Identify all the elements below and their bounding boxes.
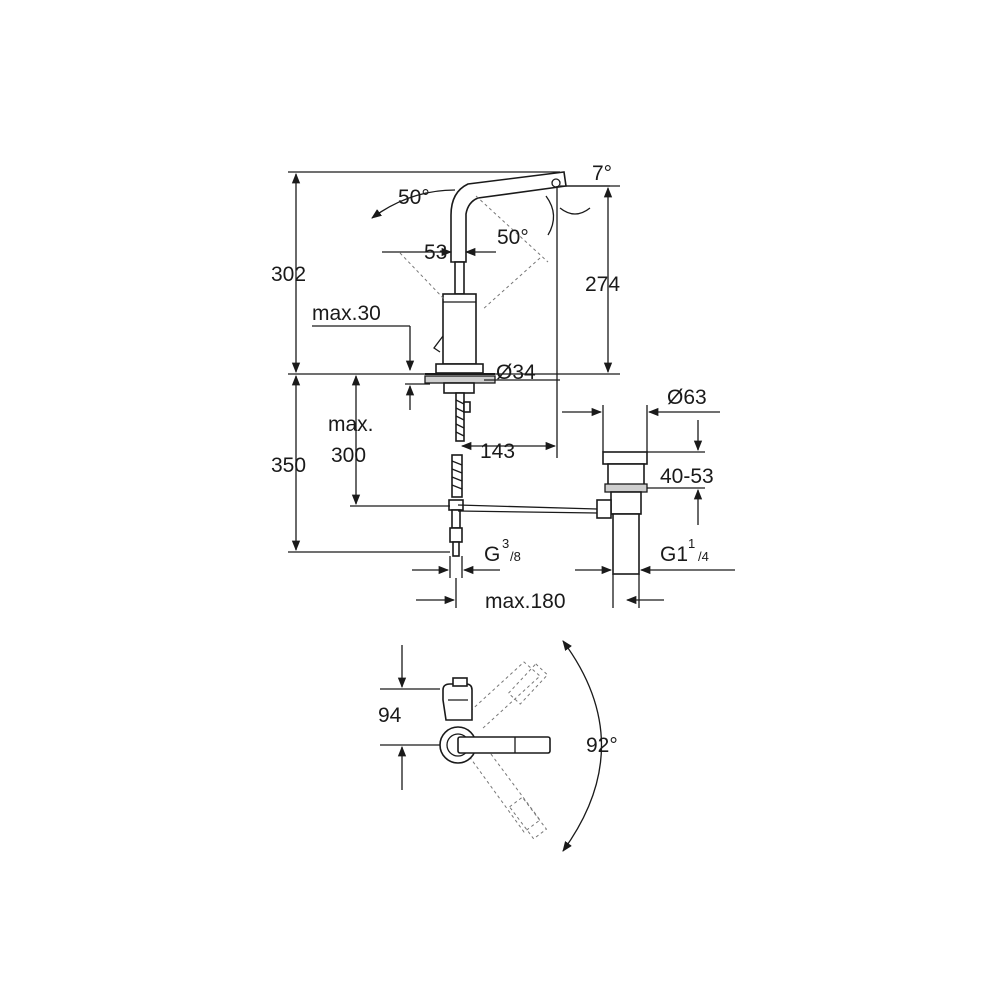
label-below-deck: 350 <box>271 454 306 477</box>
label-reach: 143 <box>480 440 515 463</box>
threaded-rod <box>455 392 465 442</box>
waste-tail <box>612 513 640 575</box>
waste-side-view <box>457 451 648 575</box>
label-thread-waste: G1 1 /4 <box>660 536 709 566</box>
tap-base <box>435 363 484 374</box>
svg-text:G1: G1 <box>660 543 688 566</box>
label-thread-supply: G 3 /8 <box>484 536 521 566</box>
label-height-total: 302 <box>271 263 306 286</box>
waste-flange <box>602 451 648 465</box>
label-spout-offset: 53 <box>424 241 447 264</box>
tap-side-view <box>371 171 610 557</box>
label-swivel-left: 50° <box>398 186 430 209</box>
svg-text:3: 3 <box>502 536 509 551</box>
label-body-diameter: Ø34 <box>496 361 536 384</box>
tap-body <box>442 293 477 365</box>
svg-text:/8: /8 <box>510 549 521 564</box>
tap-neck <box>454 261 465 295</box>
label-max-spacing: max.180 <box>485 590 566 613</box>
handle-lever <box>457 736 551 754</box>
svg-text:/4: /4 <box>698 549 709 564</box>
label-spout-height: 274 <box>585 273 620 296</box>
svg-text:G: G <box>484 543 500 566</box>
label-waste-range: 40-53 <box>660 465 714 488</box>
label-swivel-right: 50° <box>497 226 529 249</box>
dimension-lines <box>288 171 735 608</box>
supply-hose <box>451 454 463 498</box>
label-spout-angle: 7° <box>592 162 612 185</box>
pop-up-rod <box>457 504 598 510</box>
label-handle-offset: 94 <box>378 704 402 727</box>
handle-top-view <box>380 640 603 852</box>
label-handle-rotation: 92° <box>586 734 618 757</box>
label-rod-max: max. <box>328 413 374 436</box>
tap-top-body <box>442 683 473 721</box>
svg-text:1: 1 <box>688 536 695 551</box>
label-max-deck: max.30 <box>312 302 381 325</box>
label-waste-diameter: Ø63 <box>667 386 707 409</box>
label-rod-value: 300 <box>331 444 366 467</box>
dimension-labels: 302 50° 53 50° 7° 274 max.30 Ø34 max. 30… <box>271 162 714 757</box>
aerator-mark <box>551 178 561 188</box>
